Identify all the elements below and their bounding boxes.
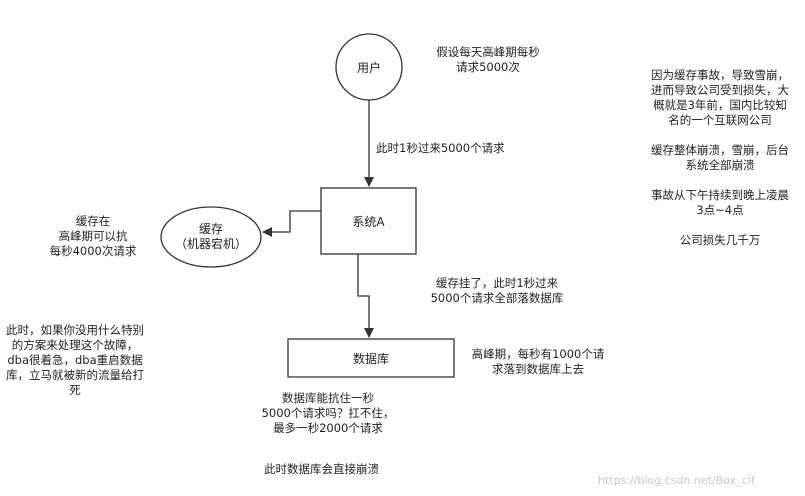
db-crash-note: 此时数据库会直接崩溃 (264, 462, 379, 476)
incident-line-1: 因为缓存事故，导致雪崩， (651, 68, 789, 82)
duration-note: 事故从下午持续到晚上凌晨 3点~4点 (640, 188, 800, 218)
dba-line-3: dba很着急，dba重启数据 (7, 353, 143, 367)
db-limit-line-2: 5000个请求吗？扛不住， (261, 406, 395, 420)
cache-down-line-1: 缓存挂了，此时1秒过来 (435, 276, 559, 290)
db-limit-line-3: 最多一秒2000个请求 (273, 421, 383, 435)
incident-note: 因为缓存事故，导致雪崩， 进而导致公司受到损失，大 概就是3年前，国内比较知 名… (640, 68, 800, 128)
cache-label-line1: 缓存 (198, 222, 223, 236)
dba-line-2: 的方案来处理这个故障， (11, 338, 139, 352)
db-limit-line-1: 数据库能抗住一秒 (282, 391, 374, 405)
dba-line-4: 库，立马就被新的流量给打 (6, 368, 144, 382)
cache-capacity-line-3: 每秒4000次请求 (49, 244, 137, 258)
incident-line-4: 名的一个互联网公司 (668, 113, 772, 127)
duration-line-2: 3点~4点 (696, 203, 744, 217)
assume-line-2: 请求5000次 (456, 60, 520, 74)
loss-note: 公司损失几千万 (679, 233, 761, 247)
peak-db-note: 高峰期，每秒有1000个请 求落到数据库上去 (458, 347, 618, 377)
cache-node-label: 缓存 （机器宕机） (161, 222, 261, 252)
arrow-system-to-cache (262, 210, 321, 237)
cache-capacity-line-2: 高峰期可以抗 (58, 229, 128, 243)
cache-down-line-2: 5000个请求全部落数据库 (430, 291, 564, 305)
system-a-node-shape (320, 187, 417, 255)
peak-db-line-2: 求落到数据库上去 (492, 362, 584, 376)
incident-line-3: 概就是3年前，国内比较知 (653, 98, 787, 112)
database-node-label: 数据库 (352, 352, 389, 366)
request-flow-note: 此时1秒过来5000个请求 (376, 141, 505, 155)
cache-label-line2: （机器宕机） (174, 237, 247, 251)
collapse-line-2: 系统全部崩溃 (685, 158, 755, 172)
incident-line-2: 进而导致公司受到损失，大 (651, 83, 789, 97)
dba-line-5: 死 (69, 383, 81, 397)
dba-line-1: 此时，如果你没用什么特别 (6, 323, 144, 337)
assume-line-1: 假设每天高峰期每秒 (436, 45, 540, 59)
arrow-system-to-db (357, 254, 374, 338)
database-node-shape (287, 338, 455, 378)
cache-down-note: 缓存挂了，此时1秒过来 5000个请求全部落数据库 (412, 276, 582, 306)
collapse-note: 缓存整体崩溃，雪崩，后台 系统全部崩溃 (640, 143, 800, 173)
assume-note: 假设每天高峰期每秒 请求5000次 (418, 45, 558, 75)
cache-capacity-line-1: 缓存在 (75, 214, 111, 228)
cache-node-shape (160, 206, 262, 268)
system-a-node-label: 系统A (352, 215, 385, 229)
db-limit-note: 数据库能抗住一秒 5000个请求吗？扛不住， 最多一秒2000个请求 (248, 391, 408, 436)
collapse-line-1: 缓存整体崩溃，雪崩，后台 (651, 143, 789, 157)
watermark: https://blog.csdn.net/Box_clf (598, 474, 755, 487)
peak-db-line-1: 高峰期，每秒有1000个请 (471, 347, 605, 361)
cache-capacity-note: 缓存在 高峰期可以抗 每秒4000次请求 (38, 214, 148, 259)
duration-line-1: 事故从下午持续到晚上凌晨 (651, 188, 789, 202)
user-node-label: 用户 (356, 61, 381, 75)
dba-note: 此时，如果你没用什么特别 的方案来处理这个故障， dba很着急，dba重启数据 … (0, 323, 150, 398)
